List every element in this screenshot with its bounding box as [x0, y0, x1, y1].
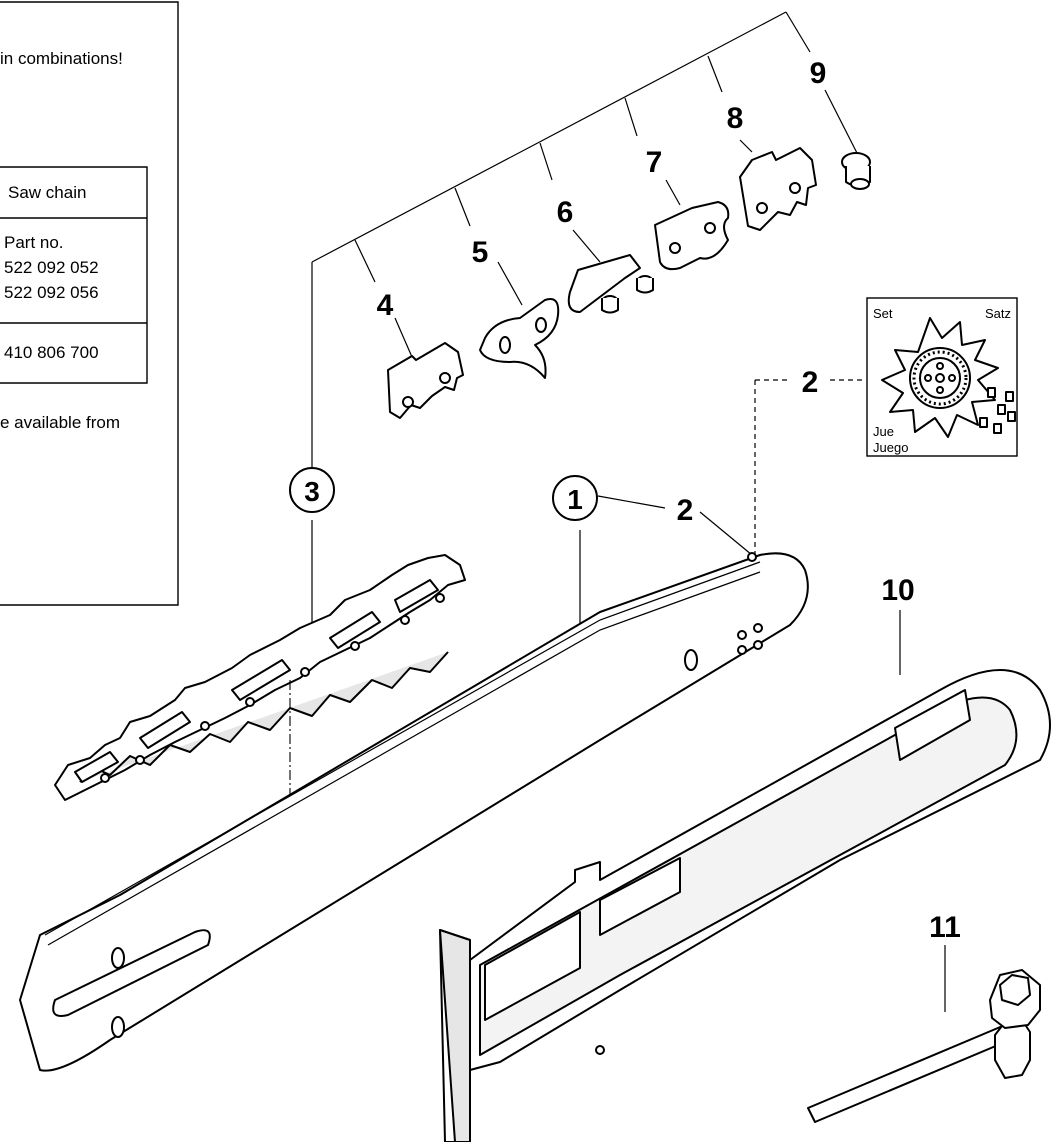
table-part-number-2: 522 092 056	[4, 283, 99, 302]
table-header-saw-chain: Saw chain	[8, 183, 86, 202]
callout-2-sprocket: 2	[802, 366, 819, 399]
chain-parts-leader-tree	[311, 11, 811, 480]
callout-1: 1	[552, 475, 598, 521]
part-10-bar-cover	[439, 669, 1051, 1142]
part-9-rivet	[841, 152, 871, 190]
svg-text:1: 1	[567, 484, 583, 515]
table-part-number-3: 410 806 700	[4, 343, 99, 362]
part-11-combination-wrench	[807, 969, 1041, 1123]
part-1-guide-bar	[19, 552, 809, 1072]
info-text-available: e available from	[0, 413, 120, 432]
set-label-fr: Jue	[873, 424, 894, 439]
svg-text:3: 3	[304, 476, 320, 507]
part-7-cutter-left	[654, 201, 730, 271]
part-8-cutter-right	[739, 147, 817, 231]
part-3-saw-chain	[54, 554, 466, 801]
saw-chain-table: Saw chain Part no. 522 092 052 522 092 0…	[0, 166, 148, 384]
info-box: in combinations! e available from	[0, 1, 179, 606]
callout-5: 5	[472, 236, 489, 269]
info-text-combinations: in combinations!	[0, 49, 123, 68]
set-label-en: Set	[873, 306, 893, 321]
callout-10: 10	[881, 574, 914, 607]
callout-7: 7	[646, 146, 663, 179]
sprocket-set-box: Set Satz Jue Juego	[866, 297, 1018, 457]
callout-6: 6	[557, 196, 574, 229]
callout-8: 8	[727, 102, 744, 135]
set-label-de: Satz	[985, 306, 1011, 321]
set-label-es: Juego	[873, 440, 908, 455]
callout-2-bar: 2	[677, 494, 694, 527]
callout-11: 11	[929, 911, 961, 944]
part-4-cutter	[387, 342, 464, 419]
sprocket-rim-icon	[881, 317, 999, 438]
callout-4: 4	[377, 289, 394, 322]
callout-9: 9	[810, 57, 827, 90]
part-6-tie-strap	[567, 254, 654, 314]
table-part-label: Part no.	[4, 233, 64, 252]
rivet-pile-icon	[979, 387, 1016, 434]
table-part-number-1: 522 092 052	[4, 258, 99, 277]
part-5-drive-link	[479, 298, 560, 379]
callout-3: 3	[289, 467, 335, 513]
